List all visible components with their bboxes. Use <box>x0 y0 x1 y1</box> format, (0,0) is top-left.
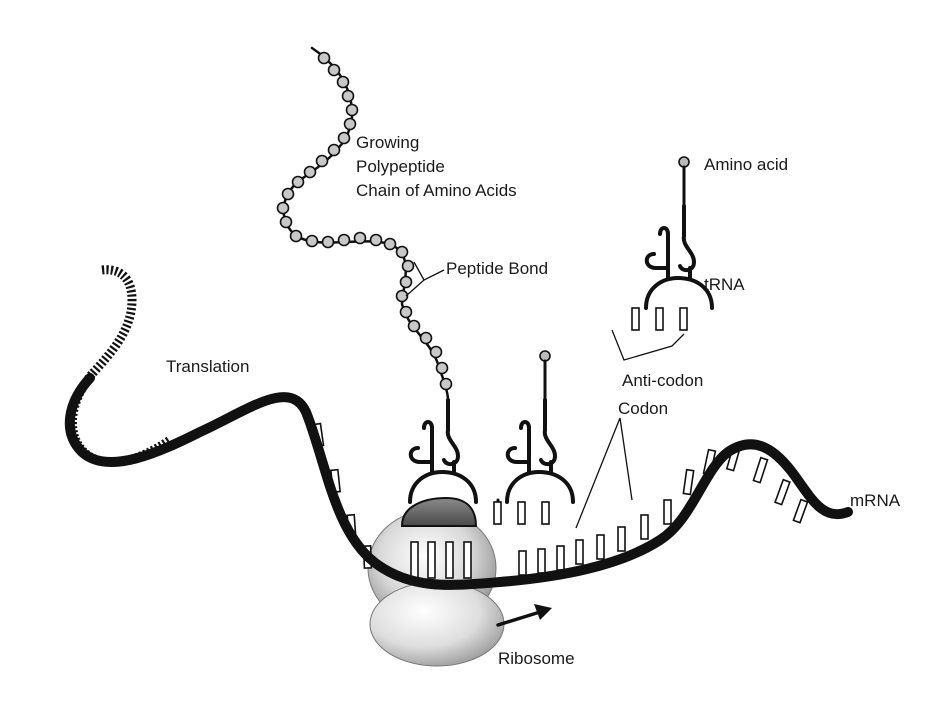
codon-label: Codon <box>618 399 668 418</box>
amino-acid-bead <box>279 215 293 229</box>
leader-lines <box>405 261 685 529</box>
peptide-bond-label: Peptide Bond <box>446 259 548 278</box>
amino-acid-bead <box>281 187 295 201</box>
amino-acid-bead <box>327 143 341 157</box>
trna-entering <box>493 350 575 525</box>
ribosome-small-subunit <box>369 581 505 667</box>
mrna-strand <box>64 265 853 590</box>
amino-acid-bead <box>369 233 383 247</box>
amino-acid-bead <box>399 275 413 289</box>
growing-label-1: Growing <box>356 133 419 152</box>
amino-acid-bead <box>327 63 341 77</box>
amino-acid-bead <box>336 75 350 89</box>
translation-label: Translation <box>166 357 249 376</box>
amino-acid-bead <box>337 131 351 145</box>
ribosome-label: Ribosome <box>498 649 575 668</box>
trna-free <box>631 156 714 331</box>
growing-label-2: Polypeptide <box>356 157 445 176</box>
amino-acid-bead <box>276 201 290 215</box>
amino-acid-bead <box>345 103 359 117</box>
amino-acid-bead <box>341 89 355 103</box>
amino-acid-bead <box>395 245 409 259</box>
ribosome-trna-cap <box>400 496 478 527</box>
amino-acid-bead <box>291 175 305 189</box>
amino-acid-bead <box>305 234 319 248</box>
amino-acid-bead <box>407 319 421 333</box>
amino-acid-bead <box>429 345 443 359</box>
amino-acid-bead <box>315 154 329 168</box>
amino-acid-bead <box>289 229 303 243</box>
amino-acid-bead <box>439 377 453 391</box>
amino-acid-bead <box>321 235 335 249</box>
amino-acid-bead <box>401 259 415 273</box>
amino-acid-bead <box>343 117 357 131</box>
anti-codon-label: Anti-codon <box>622 371 703 390</box>
mrna-label: mRNA <box>850 491 901 510</box>
amino-acid-bead <box>395 289 409 303</box>
amino-acid-bead <box>419 331 433 345</box>
polypeptide-chain <box>276 46 453 402</box>
amino-acid-bead <box>337 233 351 247</box>
amino-acid-bead <box>383 237 397 251</box>
amino-acid-beads <box>276 51 453 391</box>
amino-acid-bead <box>353 231 367 245</box>
amino-acid-bead <box>303 165 317 179</box>
trna-label: tRNA <box>704 275 745 294</box>
direction-arrow <box>496 604 552 627</box>
growing-label-3: Chain of Amino Acids <box>356 181 517 200</box>
amino-acid-bead <box>399 305 413 319</box>
trna-in-ribosome <box>400 398 478 527</box>
amino-acid-label: Amino acid <box>704 155 788 174</box>
amino-acid-bead <box>317 51 331 65</box>
amino-acid-bead <box>435 361 449 375</box>
